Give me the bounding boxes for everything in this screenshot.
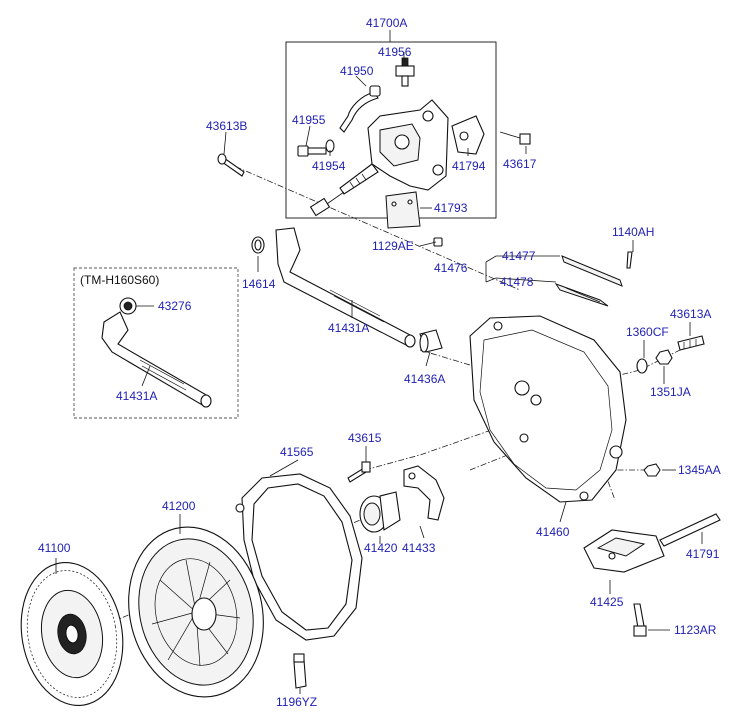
fitting-41956 xyxy=(395,57,415,87)
bolt-1129AE xyxy=(433,237,443,247)
label-41431A: 41431A xyxy=(328,321,369,335)
shaft-axis-line xyxy=(419,349,471,366)
label-1140AH: 1140AH xyxy=(612,225,654,239)
label-41460: 41460 xyxy=(536,525,570,539)
variant-bushing-43276 xyxy=(119,297,137,315)
label-41954: 41954 xyxy=(312,159,346,173)
label-41791: 41791 xyxy=(686,547,720,561)
variant-note: (TM-H160S60) xyxy=(80,273,159,287)
hose-41950 xyxy=(339,85,381,133)
bolt-43615 xyxy=(347,461,371,483)
label-41200: 41200 xyxy=(162,499,196,513)
label-41700A: 41700A xyxy=(366,16,407,30)
label-41565: 41565 xyxy=(280,445,314,459)
plate-41793 xyxy=(385,191,421,229)
release-bearing-41420 xyxy=(359,491,401,533)
label-43615: 43615 xyxy=(348,431,382,445)
label-1196YZ: 1196YZ xyxy=(276,695,317,709)
release-fork-41433 xyxy=(403,465,445,521)
label-41431A-variant: 41431A xyxy=(116,389,157,403)
label-41476: 41476 xyxy=(434,261,468,275)
bolt-41955 xyxy=(297,145,327,157)
master-cylinder-assembly xyxy=(339,99,449,195)
label-1123AR: 1123AR xyxy=(674,623,717,637)
label-43613B: 43613B xyxy=(206,119,247,133)
pin-41791 xyxy=(659,513,721,547)
mount-axis-line xyxy=(599,459,616,501)
fork-shaft-41431A xyxy=(275,227,416,348)
pin-1140AH xyxy=(626,251,633,269)
washer-1360CF xyxy=(636,358,648,374)
bushing-41436A xyxy=(419,329,443,353)
label-41950: 41950 xyxy=(340,64,374,78)
variant-fork-shaft-41431A xyxy=(101,311,212,408)
label-1360CF: 1360CF xyxy=(626,325,669,339)
bolt-43617 xyxy=(499,131,531,145)
clutch-housing-41460 xyxy=(469,315,627,503)
mount-41425 xyxy=(583,529,665,573)
label-41477: 41477 xyxy=(502,249,536,263)
gasket-41565 xyxy=(235,473,363,641)
label-41433: 41433 xyxy=(402,541,436,555)
label-1345AA: 1345AA xyxy=(678,463,721,477)
label-43276: 43276 xyxy=(158,299,192,313)
label-1129AE: 1129AE xyxy=(372,239,414,253)
bolt-1196YZ xyxy=(293,653,307,689)
bracket-41794 xyxy=(451,115,485,155)
label-41793: 41793 xyxy=(434,201,468,215)
nut-1345AA xyxy=(643,463,661,477)
bolt-axis-line xyxy=(364,419,521,471)
stud-43613A xyxy=(677,335,705,351)
label-43617: 43617 xyxy=(503,157,537,171)
pushrod-clevis xyxy=(309,191,345,217)
bolt-43613B xyxy=(217,153,245,177)
clutch-disc-41100 xyxy=(20,562,124,706)
shim-41477 xyxy=(561,255,623,287)
label-41955: 41955 xyxy=(292,113,326,127)
label-1351JA: 1351JA xyxy=(650,385,691,399)
label-41100: 41100 xyxy=(38,541,71,555)
nut-1351JA xyxy=(655,349,673,365)
label-43613A: 43613A xyxy=(670,307,711,321)
variant-box xyxy=(73,267,239,419)
label-41425: 41425 xyxy=(590,595,624,609)
label-41436A: 41436A xyxy=(404,372,445,386)
label-41956: 41956 xyxy=(378,45,412,59)
leader-lines xyxy=(55,52,703,694)
assembly-axis-line xyxy=(224,161,521,291)
label-41420: 41420 xyxy=(364,541,398,555)
label-14614: 14614 xyxy=(242,277,276,291)
bolt-1123AR xyxy=(633,603,647,637)
label-41794: 41794 xyxy=(452,159,486,173)
pressure-plate-41200 xyxy=(128,526,264,698)
shim-41478 xyxy=(554,283,609,307)
label-41478: 41478 xyxy=(500,275,534,289)
